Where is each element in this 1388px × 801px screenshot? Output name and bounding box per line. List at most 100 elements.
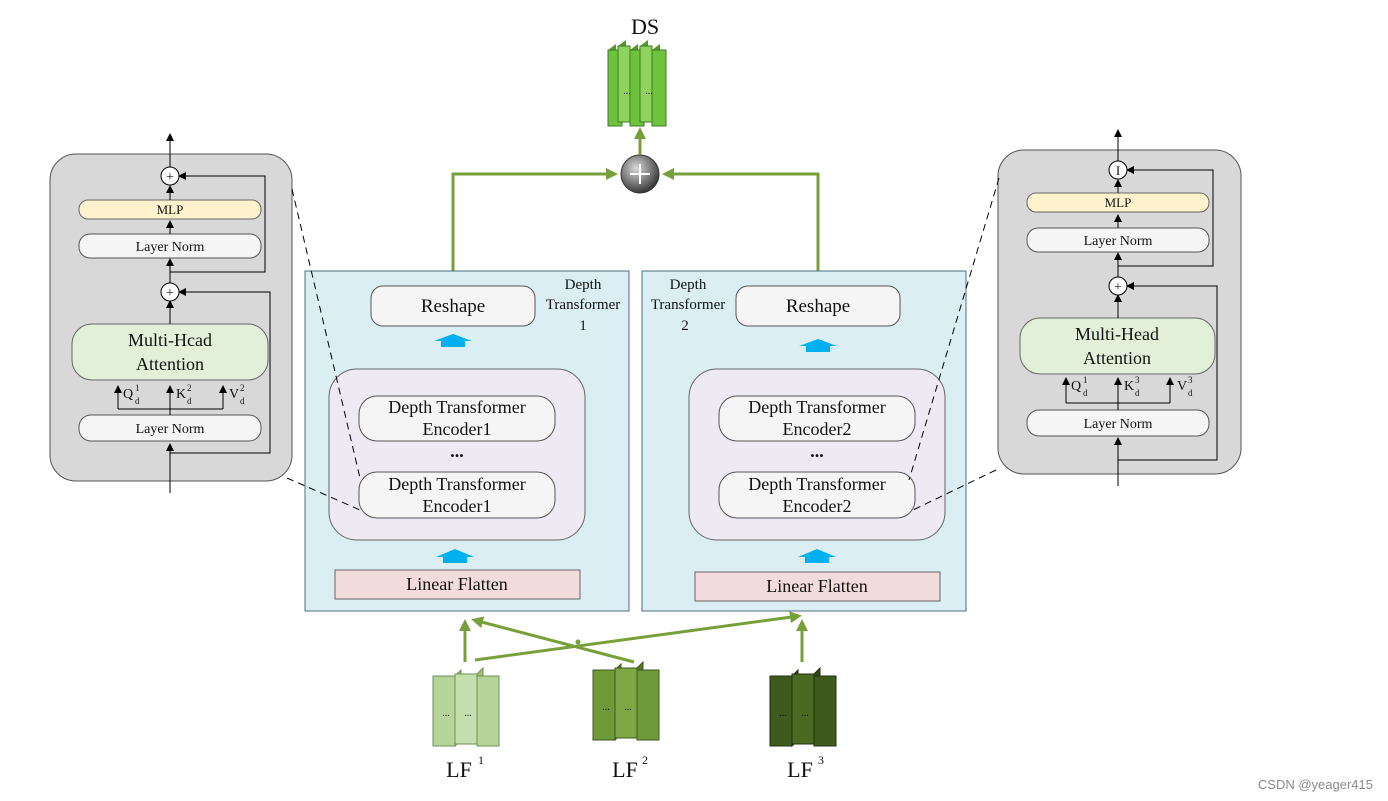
detail-right-attention-line2: Attention [1083, 348, 1151, 368]
detail-right-v-sup: 3 [1188, 375, 1193, 385]
detail-left-v: V [229, 387, 239, 402]
detail-left-layernorm-bottom-label: Layer Norm [136, 422, 205, 437]
lf2-superscript: 2 [642, 753, 648, 767]
detail-left-plus-upper-symbol: + [166, 170, 174, 185]
detail-right-top-symbol: I [1116, 163, 1120, 178]
detail-right-q-sub: d [1083, 388, 1088, 398]
ds-stack-ellipsis: ... [623, 86, 631, 97]
detail-right-q: Q [1071, 379, 1081, 394]
detail-right-plus-lower-symbol: + [1114, 280, 1122, 295]
branch1-to-sum-arrow [451, 168, 618, 286]
branch-1-title-line1: Depth [565, 277, 602, 293]
branch-1-encoder-top-line1: Depth Transformer [388, 397, 526, 417]
lf1-stack: ... ... LF 1 [432, 666, 500, 782]
sum-node [620, 154, 660, 194]
branch-2-flatten-label: Linear Flatten [766, 576, 867, 596]
detail-left-v-sub: d [240, 396, 245, 406]
detail-right-v: V [1177, 379, 1187, 394]
detail-right-v-sub: d [1188, 388, 1193, 398]
branch-1-ellipsis: ... [450, 441, 464, 461]
ds-label: DS [631, 14, 659, 39]
detail-panel-left: Layer Norm Q 1 d K 2 d V 2 d Multi-Hcad … [49, 133, 293, 493]
lf2-label: LF [612, 757, 638, 782]
detail-left-k: K [176, 387, 186, 402]
lf2-to-branch1-arrow [471, 616, 635, 664]
branch-1-encoder-top-line2: Encoder1 [423, 419, 492, 439]
crossing-dot [575, 639, 581, 645]
zoom-guide-right-bottom [912, 469, 997, 511]
branch-2-title-line1: Depth [670, 277, 707, 293]
detail-left-layernorm-top-label: Layer Norm [136, 240, 205, 255]
branch-1-title-line3: 1 [579, 318, 587, 334]
lf1-to-branch2-arrow [474, 611, 802, 662]
watermark: CSDN @yeager415 [1258, 777, 1373, 792]
detail-left-k-sub: d [187, 396, 192, 406]
detail-left-q-sup: 1 [135, 383, 140, 393]
zoom-guide-left-top [291, 188, 361, 479]
ds-output-stack: DS ... ... [607, 14, 667, 127]
detail-left-plus-lower-symbol: + [166, 286, 174, 301]
branch-2-flatten-box [694, 571, 941, 602]
depth-transformer-2: Depth Transformer 2 Reshape Depth Transf… [641, 270, 967, 612]
lf1-superscript: 1 [478, 753, 484, 767]
branch-2-encoder-top-line1: Depth Transformer [748, 397, 886, 417]
branch-1-title-line2: Transformer [546, 297, 620, 313]
lf2-ellipsis: ... [624, 702, 632, 713]
lf3-ellipsis: ... [801, 708, 809, 719]
lf2-ellipsis: ... [602, 702, 610, 713]
branch-2-up-arrow-top [799, 339, 837, 352]
branch-1-reshape-box [370, 285, 536, 327]
branch-1-up-arrow-bottom [436, 549, 474, 563]
detail-left-k-sup: 2 [187, 383, 192, 393]
ds-stack-ellipsis: ... [645, 86, 653, 97]
branch-2-reshape-box [735, 285, 901, 327]
detail-right-mlp-label: MLP [1105, 195, 1132, 210]
detail-right-q-sup: 1 [1083, 375, 1088, 385]
detail-right-k-sub: d [1135, 388, 1140, 398]
lf3-stack: ... ... LF 3 [769, 666, 837, 782]
detail-right-layernorm-top-label: Layer Norm [1084, 234, 1153, 249]
branch-1-encoder-bottom-line1: Depth Transformer [388, 474, 526, 494]
branch-1-flatten-box [334, 569, 581, 600]
branch-2-encoder-bottom [718, 471, 916, 519]
branch-2-reshape-label: Reshape [786, 296, 850, 317]
depth-transformer-1: Depth Transformer 1 Reshape Depth Transf… [304, 270, 630, 612]
zoom-guide-right-top [908, 177, 1000, 481]
detail-left-v-sup: 2 [240, 383, 245, 393]
branch-1-encoder-top [358, 395, 556, 442]
branch-2-ellipsis: ... [810, 441, 824, 461]
lf1-ellipsis: ... [464, 708, 472, 719]
ds-slices: ... ... [607, 40, 667, 127]
lf1-ellipsis: ... [442, 708, 450, 719]
detail-right-k: K [1124, 379, 1134, 394]
branch-1-up-arrow-top [434, 334, 472, 347]
lf3-superscript: 3 [818, 753, 824, 767]
lf3-ellipsis: ... [779, 708, 787, 719]
branch-2-encoder-top [718, 395, 916, 442]
branch-1-reshape-label: Reshape [421, 296, 485, 317]
detail-left-q-sub: d [135, 396, 140, 406]
detail-left-q: Q [123, 387, 133, 402]
detail-left-attention-line2: Attention [136, 354, 204, 374]
detail-panel-right: Layer Norm Q 1 d K 3 d V 3 d Multi-Head … [997, 129, 1242, 486]
detail-left-attention-line1: Multi-Hcad [128, 330, 212, 350]
lf2-stack: ... ... LF 2 [592, 660, 660, 782]
branch2-to-sum-arrow [662, 168, 820, 286]
zoom-guides [286, 177, 1000, 511]
detail-left-mlp-label: MLP [157, 202, 184, 217]
zoom-guide-left-bottom [286, 477, 361, 511]
branch-2-encoder-top-line2: Encoder2 [783, 419, 852, 439]
branch-2-encoder-bottom-line2: Encoder2 [783, 496, 852, 516]
branch-2-encoder-bottom-line1: Depth Transformer [748, 474, 886, 494]
branch-2-title-line3: 2 [681, 318, 689, 334]
detail-right-k-sup: 3 [1135, 375, 1140, 385]
detail-right-layernorm-bottom-label: Layer Norm [1084, 417, 1153, 432]
lf3-label: LF [787, 757, 813, 782]
detail-right-attention-line1: Multi-Head [1075, 324, 1159, 344]
branch-1-flatten-label: Linear Flatten [406, 574, 507, 594]
input-connections [459, 611, 808, 664]
branch-2-title-line2: Transformer [651, 297, 725, 313]
branch-2-up-arrow-bottom [798, 549, 836, 563]
lf1-label: LF [446, 757, 472, 782]
